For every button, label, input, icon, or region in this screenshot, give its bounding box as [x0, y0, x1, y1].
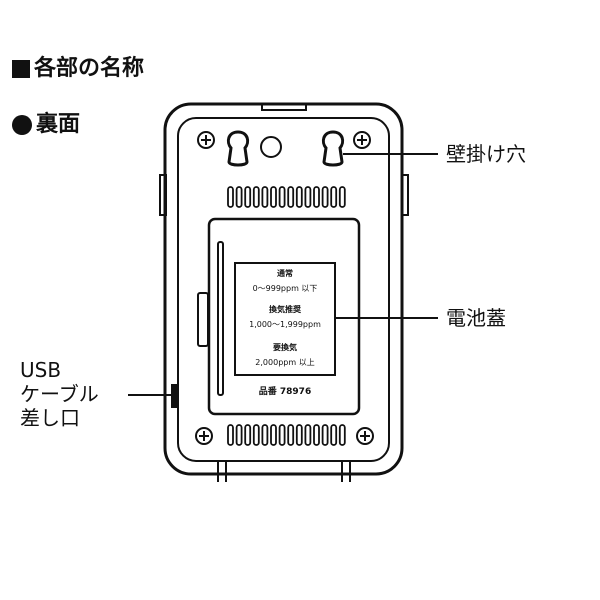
top-notch — [261, 103, 307, 111]
wall-hole-right-icon — [321, 130, 345, 167]
battery-cover-grip — [217, 241, 224, 396]
vent-slot — [270, 424, 277, 446]
vent-slot — [244, 424, 252, 446]
section-heading-text: 各部の名称 — [34, 56, 145, 81]
side-button-right — [401, 174, 409, 216]
vent-slot — [295, 424, 303, 446]
top-vent-grille — [227, 186, 346, 208]
vent-slot — [278, 186, 286, 208]
sub-heading: 裏面 — [12, 114, 80, 136]
vent-slot — [287, 424, 295, 446]
normal-title: 通常 — [277, 268, 293, 278]
must-range: 2,000ppm 以上 — [255, 358, 314, 367]
screw-icon — [353, 131, 371, 149]
vent-slot — [244, 186, 252, 208]
vent-slot — [295, 186, 303, 208]
vent-slot — [338, 186, 346, 208]
vent-slot — [235, 424, 243, 446]
vent-slot — [261, 424, 269, 446]
vent-slot — [304, 186, 312, 208]
vent-slot — [321, 424, 329, 446]
vent-slot — [235, 186, 243, 208]
vent-slot — [287, 186, 295, 208]
battery-cover-label: 電池蓋 — [446, 306, 506, 330]
vent-range: 1,000～1,999ppm — [249, 320, 321, 329]
foot-left — [217, 461, 227, 482]
vent-slot — [304, 424, 312, 446]
screw-icon — [356, 427, 374, 445]
vent-slot — [278, 424, 286, 446]
vent-slot — [227, 424, 234, 446]
must-title: 要換気 — [273, 342, 297, 352]
normal-range: 0～999ppm 以下 — [253, 284, 318, 293]
vent-slot — [330, 424, 338, 446]
vent-slot — [313, 424, 320, 446]
square-bullet-icon — [12, 60, 30, 78]
vent-slot — [270, 186, 277, 208]
screw-icon — [195, 427, 213, 445]
foot-right — [341, 461, 351, 482]
wall-hole-label: 壁掛け穴 — [446, 142, 526, 166]
vent-slot — [227, 186, 234, 208]
vent-slot — [252, 424, 260, 446]
vent-slot — [338, 424, 346, 446]
usb-port-label-line: 差し口 — [20, 406, 80, 430]
wall-hole-left-icon — [226, 130, 250, 167]
screw-icon — [197, 131, 215, 149]
vent-slot — [321, 186, 329, 208]
battery-cover — [207, 217, 361, 416]
circle-bullet-icon — [12, 115, 32, 135]
battery-cover-latch — [197, 292, 209, 347]
vent-slot — [313, 186, 320, 208]
usb-port — [171, 384, 179, 408]
device-inner-rim — [177, 117, 390, 462]
section-heading: 各部の名称 — [12, 58, 144, 80]
vent-slot — [252, 186, 260, 208]
vent-slot — [261, 186, 269, 208]
usb-port-label-line: ケーブル — [20, 382, 99, 406]
usb-port-label-line: USB — [20, 358, 62, 382]
vent-title: 換気推奨 — [269, 304, 302, 314]
model-number: 品番 78976 — [259, 385, 311, 397]
sub-heading-text: 裏面 — [36, 112, 81, 137]
usb-port-label: USB ケーブル 差し口 — [20, 358, 99, 430]
bottom-vent-grille — [227, 424, 346, 446]
vent-slot — [330, 186, 338, 208]
side-button-left — [159, 174, 167, 216]
sensor-hole — [260, 136, 282, 158]
